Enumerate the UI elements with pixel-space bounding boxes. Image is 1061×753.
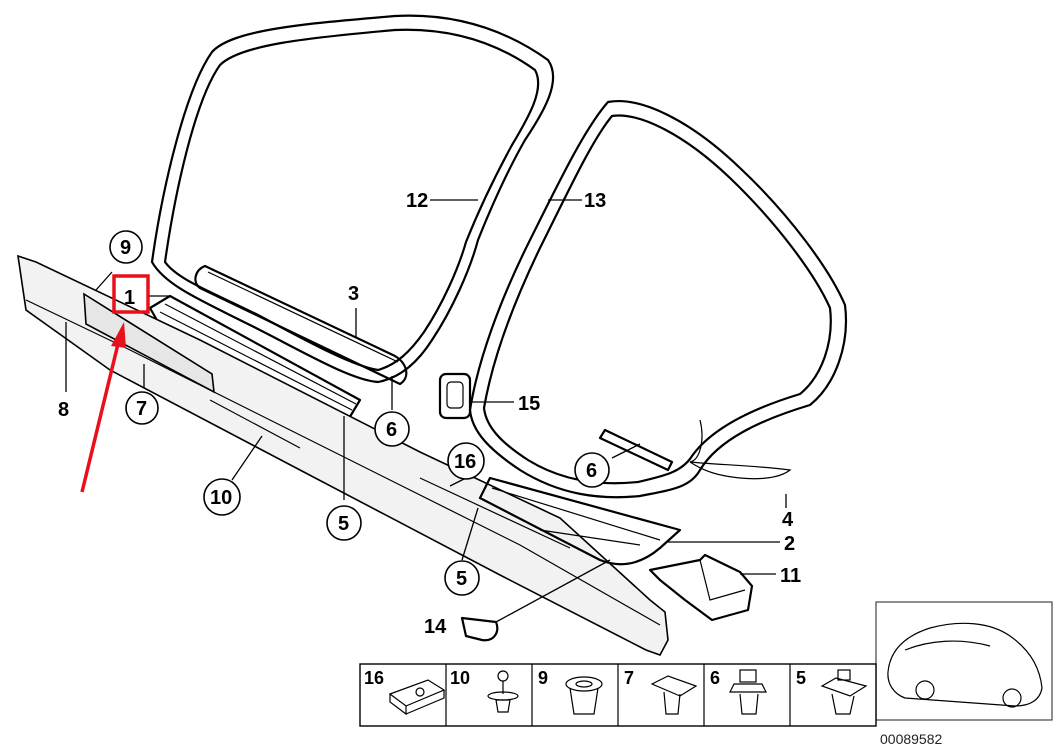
reference-number: 00089582	[880, 731, 943, 747]
label-6b: 6	[586, 460, 597, 482]
circle-9	[109, 230, 143, 264]
label-1: 1	[124, 287, 135, 309]
rear-door-seal	[468, 100, 847, 499]
legend-num-9: 9	[538, 668, 548, 688]
front-door-seal	[150, 14, 555, 384]
rear-sill-strip	[598, 419, 792, 480]
entrance-cover-rear	[478, 476, 682, 566]
clip-bracket-icon	[388, 679, 446, 716]
legend-num-7: 7	[624, 668, 634, 688]
circle-5b	[444, 560, 480, 596]
legend-num-10: 10	[450, 668, 470, 688]
red-arrow-shaft	[80, 343, 120, 493]
label-3: 3	[348, 283, 359, 305]
circle-16	[447, 442, 485, 480]
label-15: 15	[518, 393, 540, 415]
leader-lines	[65, 199, 787, 623]
label-11: 11	[780, 565, 801, 587]
bracket-part	[648, 553, 754, 622]
label-10: 10	[210, 487, 232, 509]
label-5a: 5	[338, 513, 349, 535]
circle-5a	[326, 505, 362, 541]
label-12: 12	[406, 190, 428, 212]
label-5b: 5	[456, 568, 467, 590]
thumbnail-frame	[875, 601, 1053, 721]
highlight-annotation	[80, 274, 150, 493]
legend-num-6: 6	[710, 668, 720, 688]
circle-7	[125, 391, 159, 425]
car-outline-icon	[887, 622, 1043, 707]
red-arrow-head-icon	[111, 322, 126, 348]
end-cap-part	[460, 616, 499, 642]
label-6a: 6	[386, 419, 397, 441]
car-thumbnail	[875, 601, 1053, 721]
grommet-icon	[565, 676, 603, 715]
label-4: 4	[782, 509, 794, 531]
legend-num-16: 16	[364, 668, 384, 688]
part-labels: 12 13 3 1 8 15 4 2 11 14 9 7 10 5 6 16 6…	[58, 190, 801, 638]
label-14: 14	[424, 616, 447, 638]
trim-clip-icon	[650, 675, 698, 715]
label-9: 9	[120, 237, 131, 259]
label-7: 7	[136, 398, 147, 420]
clip-nut-icon	[729, 669, 767, 715]
highlight-box	[112, 274, 150, 314]
circle-10	[203, 478, 241, 516]
circle-6b	[574, 452, 610, 488]
circle-6a	[374, 411, 410, 447]
label-13: 13	[584, 190, 606, 212]
label-2: 2	[784, 533, 795, 555]
plastic-clip-icon	[820, 669, 868, 715]
label-16: 16	[454, 451, 476, 473]
legend-strip: 16 10 9 7 6 5	[359, 663, 877, 727]
front-sill-strip	[194, 264, 408, 386]
clip-cover-part	[438, 372, 472, 420]
label-8: 8	[58, 399, 69, 421]
expanding-rivet-icon	[487, 670, 519, 713]
legend-num-5: 5	[796, 668, 806, 688]
side-sill-panel	[17, 254, 669, 656]
